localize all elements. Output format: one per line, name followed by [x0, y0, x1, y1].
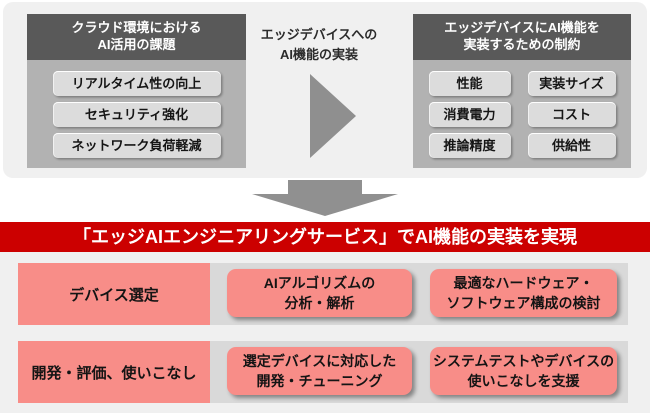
challenge-item: リアルタイム性の向上 [52, 71, 221, 96]
service-card-line: 分析・解析 [284, 295, 355, 311]
constraint-item: 推論精度 [428, 133, 511, 158]
constraint-row: 推論精度 供給性 [413, 133, 631, 158]
cloud-challenges-body: リアルタイム性の向上 セキュリティ強化 ネットワーク負荷軽減 [27, 60, 246, 168]
challenge-item: セキュリティ強化 [52, 102, 221, 127]
challenge-item: ネットワーク負荷軽減 [52, 133, 221, 158]
service-card-line: 使いこなしを支援 [467, 373, 580, 389]
title-line: AI活用の課題 [97, 37, 176, 52]
arrow-right-icon [310, 74, 356, 158]
service-card-line: システムテストやデバイスの [432, 352, 615, 369]
constraint-row: 消費電力 コスト [413, 102, 631, 127]
arrow-down-icon [288, 180, 362, 195]
edge-constraints-body: 性能 実装サイズ 消費電力 コスト 推論精度 供給性 [413, 60, 631, 168]
constraint-item: コスト [527, 102, 616, 127]
service-card-line: AIアルゴリズムの [263, 274, 376, 291]
service-detail-section: デバイス選定 AIアルゴリズムの 分析・解析 最適なハードウェア・ ソフトウェア… [0, 252, 650, 413]
service-card-line: 最適なハードウェア・ [453, 274, 594, 291]
constraint-item: 実装サイズ [527, 71, 616, 96]
service-card: AIアルゴリズムの 分析・解析 [227, 269, 412, 317]
cloud-challenges-box: クラウド環境における AI活用の課題 リアルタイム性の向上 セキュリティ強化 ネ… [27, 14, 246, 168]
arrow-down-icon-head [252, 194, 398, 216]
constraint-item: 性能 [428, 71, 511, 96]
service-category: 開発・評価、使いこなし [18, 341, 210, 403]
title-line: 実装するための制約 [463, 37, 581, 52]
service-category: デバイス選定 [18, 263, 210, 325]
edge-constraints-box: エッジデバイスにAI機能を 実装するための制約 性能 実装サイズ 消費電力 コス… [413, 14, 631, 168]
flow-label-line: エッジデバイスへの [260, 27, 378, 42]
service-row-development: 開発・評価、使いこなし 選定デバイスに対応した 開発・チューニング システムテス… [18, 341, 628, 403]
edge-constraints-title: エッジデバイスにAI機能を 実装するための制約 [413, 14, 631, 60]
title-line: エッジデバイスにAI機能を [444, 20, 600, 36]
service-row-device-selection: デバイス選定 AIアルゴリズムの 分析・解析 最適なハードウェア・ ソフトウェア… [18, 263, 628, 325]
constraint-item: 供給性 [527, 133, 616, 158]
title-line: クラウド環境における [71, 20, 202, 36]
service-card-line: ソフトウェア構成の検討 [446, 295, 601, 311]
cloud-challenges-title: クラウド環境における AI活用の課題 [27, 14, 246, 60]
flow-label-line: AI機能の実装 [279, 47, 358, 63]
service-card-line: 選定デバイスに対応した [242, 352, 397, 369]
service-card: 最適なハードウェア・ ソフトウェア構成の検討 [430, 269, 617, 317]
service-banner: 「エッジAIエンジニアリングサービス」でAI機能の実装を実現 [0, 222, 650, 252]
flow-label: エッジデバイスへの AI機能の実装 [249, 25, 389, 65]
service-card: 選定デバイスに対応した 開発・チューニング [227, 347, 412, 395]
service-card-line: 開発・チューニング [256, 373, 383, 389]
service-card: システムテストやデバイスの 使いこなしを支援 [430, 347, 617, 395]
constraint-item: 消費電力 [428, 102, 511, 127]
constraint-row: 性能 実装サイズ [413, 71, 631, 96]
top-panel: クラウド環境における AI活用の課題 リアルタイム性の向上 セキュリティ強化 ネ… [3, 2, 647, 178]
